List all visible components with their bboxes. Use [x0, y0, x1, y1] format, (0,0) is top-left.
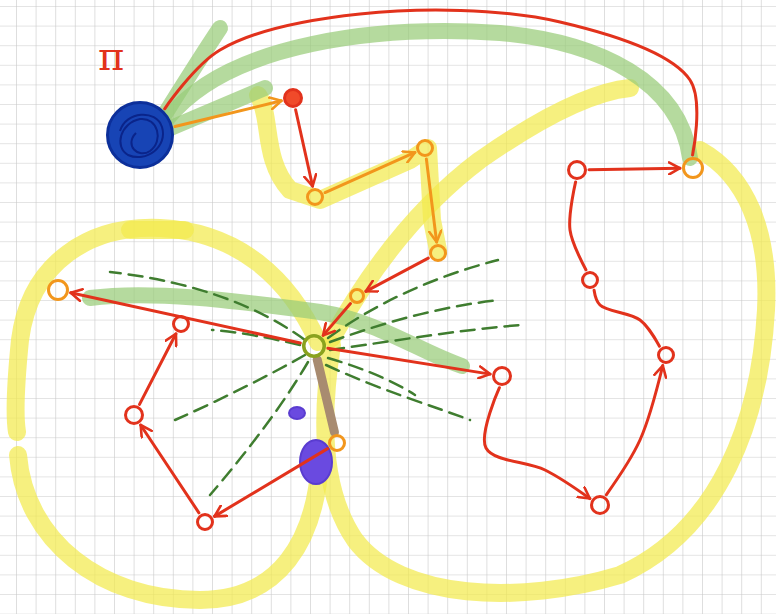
sketch-node	[492, 366, 512, 386]
node-outline	[283, 88, 303, 108]
node-outline	[349, 288, 365, 304]
yellow-loop	[325, 150, 766, 593]
node-outline	[657, 346, 675, 364]
node-circle	[569, 162, 586, 179]
node-circle	[285, 90, 302, 107]
node-circle	[494, 368, 511, 385]
sketch-node	[567, 160, 587, 180]
node-outline	[106, 101, 174, 169]
node-circle	[308, 190, 323, 205]
yellow-loop	[16, 228, 318, 432]
sketch-node	[349, 288, 365, 304]
dashed-ray	[328, 260, 498, 338]
sketch-arrow	[328, 348, 490, 374]
sketch-arrow	[570, 182, 586, 270]
node-circle	[330, 436, 345, 451]
node-outline	[47, 279, 69, 301]
label-area: π	[98, 36, 124, 76]
dashed-ray	[328, 358, 415, 395]
sketch-node	[172, 315, 190, 333]
node-circle	[659, 348, 674, 363]
yellow-loop	[332, 88, 630, 338]
node-circle	[431, 246, 446, 261]
node-outline	[302, 334, 326, 358]
node-outline	[172, 315, 190, 333]
sketch-node	[682, 157, 704, 179]
scribble-circle	[106, 101, 174, 169]
sketch-node	[657, 346, 675, 364]
dashed-ray	[330, 325, 520, 350]
node-circle	[49, 281, 68, 300]
node-outline	[196, 513, 214, 531]
node-circle	[418, 141, 433, 156]
sketch-arrow	[594, 290, 659, 346]
node-outline	[429, 244, 447, 262]
yellow-dash	[130, 221, 185, 239]
sketch-arrow	[325, 152, 415, 192]
node-outline	[328, 434, 346, 452]
sketch-arrow	[141, 425, 199, 513]
sketch-arrow	[366, 258, 428, 291]
sketch-node	[328, 434, 346, 452]
sketch-arrow	[484, 388, 589, 499]
node-outline	[416, 139, 434, 157]
sketch-arrow	[140, 334, 176, 405]
sketch-node	[124, 405, 144, 425]
sketch-node	[429, 244, 447, 262]
sketch-mark: π	[98, 36, 124, 76]
node-outline	[581, 271, 599, 289]
sketch-arrow	[175, 101, 281, 127]
scribble-stroke	[120, 115, 163, 157]
sketch-node	[416, 139, 434, 157]
node-circle	[304, 336, 325, 357]
dashed-ray	[110, 272, 305, 340]
sketch-arrow	[71, 293, 301, 343]
sketch-arrow	[323, 304, 350, 336]
node-circle	[108, 103, 173, 168]
dashed-ray	[326, 365, 470, 420]
green-highlight	[90, 295, 462, 366]
dashed-ray	[210, 362, 308, 495]
node-outline	[567, 160, 587, 180]
sketch-node	[581, 271, 599, 289]
sketch-arrow	[589, 168, 680, 170]
sketch-node	[196, 513, 214, 531]
node-circle	[351, 290, 364, 303]
purple-blob	[289, 407, 305, 419]
sketch-arrow	[296, 110, 313, 187]
sketch-node	[590, 495, 610, 515]
sketch-node	[47, 279, 69, 301]
node-outline	[492, 366, 512, 386]
node-outline	[682, 157, 704, 179]
sketch-arrow	[606, 366, 662, 495]
green-highlight	[168, 31, 690, 158]
node-circle	[174, 317, 189, 332]
sketch-arrow	[214, 449, 327, 517]
node-outline	[124, 405, 144, 425]
sketch-arrow	[165, 10, 697, 155]
node-circle	[198, 515, 213, 530]
sketch-arrow	[426, 159, 436, 242]
node-circle	[592, 497, 609, 514]
node-outline	[306, 188, 324, 206]
sketch-node	[283, 88, 303, 108]
node-circle	[684, 159, 703, 178]
sketch-arrow	[317, 360, 334, 433]
sketch-node	[306, 188, 324, 206]
node-circle	[583, 273, 598, 288]
sketch-node	[302, 334, 326, 358]
node-circle	[126, 407, 143, 424]
dashed-ray	[330, 300, 500, 342]
dashed-ray	[175, 355, 305, 420]
yellow-loop	[18, 455, 320, 600]
node-outline	[590, 495, 610, 515]
